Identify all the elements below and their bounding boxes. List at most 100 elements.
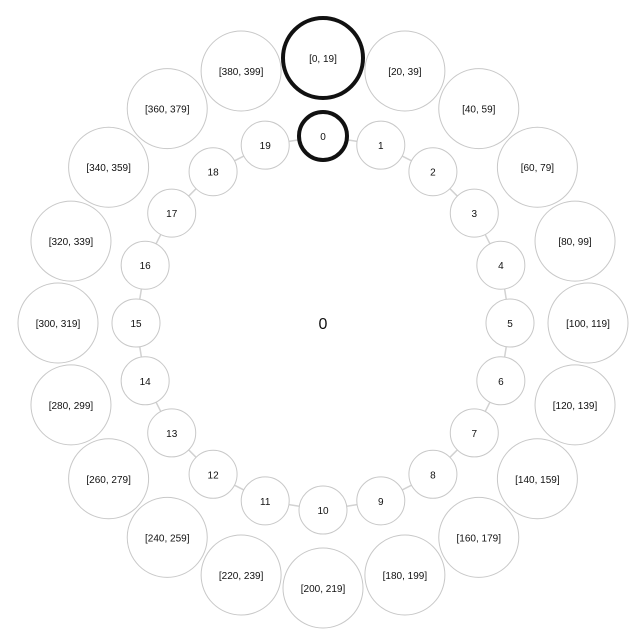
range-label: [140, 159] — [515, 475, 560, 486]
index-label: 17 — [166, 209, 178, 220]
index-label: 16 — [140, 261, 152, 272]
index-node[interactable]: 19 — [240, 120, 290, 170]
range-circle — [30, 364, 112, 446]
range-node[interactable]: [340, 359] — [68, 126, 150, 208]
index-label: 13 — [166, 429, 178, 440]
range-circle — [496, 438, 578, 520]
index-circle — [408, 147, 458, 197]
range-circle — [68, 438, 150, 520]
range-circle-selected — [281, 16, 365, 100]
range-label: [260, 279] — [86, 475, 131, 486]
index-circle — [356, 476, 406, 526]
range-label: [240, 259] — [145, 533, 190, 544]
index-circle — [240, 476, 290, 526]
index-label: 11 — [260, 497, 271, 508]
range-node[interactable]: [320, 339] — [30, 200, 112, 282]
range-circle — [30, 200, 112, 282]
index-circle — [476, 240, 526, 290]
index-node[interactable]: 3 — [449, 188, 499, 238]
range-circle — [200, 30, 282, 112]
range-label: [160, 179] — [457, 533, 502, 544]
range-label: [120, 139] — [553, 401, 598, 412]
index-circle — [240, 120, 290, 170]
range-circle — [534, 200, 616, 282]
index-label: 7 — [472, 429, 478, 440]
index-node[interactable]: 0 — [297, 110, 349, 162]
range-node[interactable]: [0, 19] — [281, 16, 365, 100]
index-node[interactable]: 6 — [476, 356, 526, 406]
index-label: 0 — [320, 132, 326, 143]
index-label: 3 — [472, 209, 478, 220]
index-circle — [449, 188, 499, 238]
index-node[interactable]: 1 — [356, 120, 406, 170]
range-node[interactable]: [280, 299] — [30, 364, 112, 446]
range-node[interactable]: [140, 159] — [496, 438, 578, 520]
index-node[interactable]: 7 — [449, 408, 499, 458]
index-circle — [188, 147, 238, 197]
index-label: 10 — [317, 506, 329, 517]
range-circle — [68, 126, 150, 208]
range-node[interactable]: [20, 39] — [364, 30, 446, 112]
index-node[interactable]: 18 — [188, 147, 238, 197]
index-node[interactable]: 16 — [120, 240, 170, 290]
range-label: [340, 359] — [86, 163, 131, 174]
index-node[interactable]: 17 — [147, 188, 197, 238]
index-node[interactable]: 11 — [240, 476, 290, 526]
range-label: [20, 39] — [388, 67, 422, 78]
index-circle — [449, 408, 499, 458]
index-node[interactable]: 2 — [408, 147, 458, 197]
range-circle — [547, 282, 629, 364]
index-circle — [485, 298, 535, 348]
range-node[interactable]: [220, 239] — [200, 534, 282, 616]
index-node[interactable]: 15 — [111, 298, 161, 348]
center-value: 0 — [319, 316, 328, 333]
index-node[interactable]: 9 — [356, 476, 406, 526]
index-circle — [120, 240, 170, 290]
index-label: 1 — [378, 141, 384, 152]
index-circle — [120, 356, 170, 406]
range-node[interactable]: [40, 59] — [438, 68, 520, 150]
range-label: [360, 379] — [145, 105, 190, 116]
index-label: 12 — [208, 470, 220, 481]
range-node[interactable]: [380, 399] — [200, 30, 282, 112]
range-circle — [126, 68, 208, 150]
index-node[interactable]: 14 — [120, 356, 170, 406]
range-node[interactable]: [100, 119] — [547, 282, 629, 364]
index-circle — [111, 298, 161, 348]
range-node[interactable]: [60, 79] — [496, 126, 578, 208]
range-label: [40, 59] — [462, 105, 496, 116]
index-label: 5 — [507, 319, 513, 330]
index-circle — [147, 188, 197, 238]
range-node[interactable]: [120, 139] — [534, 364, 616, 446]
range-label: [320, 339] — [49, 237, 94, 248]
range-circle — [496, 126, 578, 208]
range-circle — [17, 282, 99, 364]
index-node[interactable]: 8 — [408, 449, 458, 499]
range-node[interactable]: [360, 379] — [126, 68, 208, 150]
range-label: [380, 399] — [219, 67, 264, 78]
index-circle — [188, 449, 238, 499]
range-node[interactable]: [180, 199] — [364, 534, 446, 616]
range-label: [300, 319] — [36, 319, 81, 330]
index-circle — [147, 408, 197, 458]
index-label: 19 — [260, 141, 272, 152]
index-node[interactable]: 4 — [476, 240, 526, 290]
range-node[interactable]: [240, 259] — [126, 496, 208, 578]
index-circle — [408, 449, 458, 499]
index-node[interactable]: 12 — [188, 449, 238, 499]
range-node[interactable]: [160, 179] — [438, 496, 520, 578]
index-label: 9 — [378, 497, 384, 508]
range-circle — [364, 534, 446, 616]
range-label: [180, 199] — [383, 571, 428, 582]
range-node[interactable]: [80, 99] — [534, 200, 616, 282]
range-node[interactable]: [260, 279] — [68, 438, 150, 520]
range-circle — [438, 68, 520, 150]
index-node[interactable]: 10 — [298, 485, 348, 535]
index-node[interactable]: 5 — [485, 298, 535, 348]
range-node[interactable]: [200, 219] — [282, 547, 364, 629]
range-label: [80, 99] — [558, 237, 592, 248]
range-node[interactable]: [300, 319] — [17, 282, 99, 364]
range-circle — [126, 496, 208, 578]
index-node[interactable]: 13 — [147, 408, 197, 458]
